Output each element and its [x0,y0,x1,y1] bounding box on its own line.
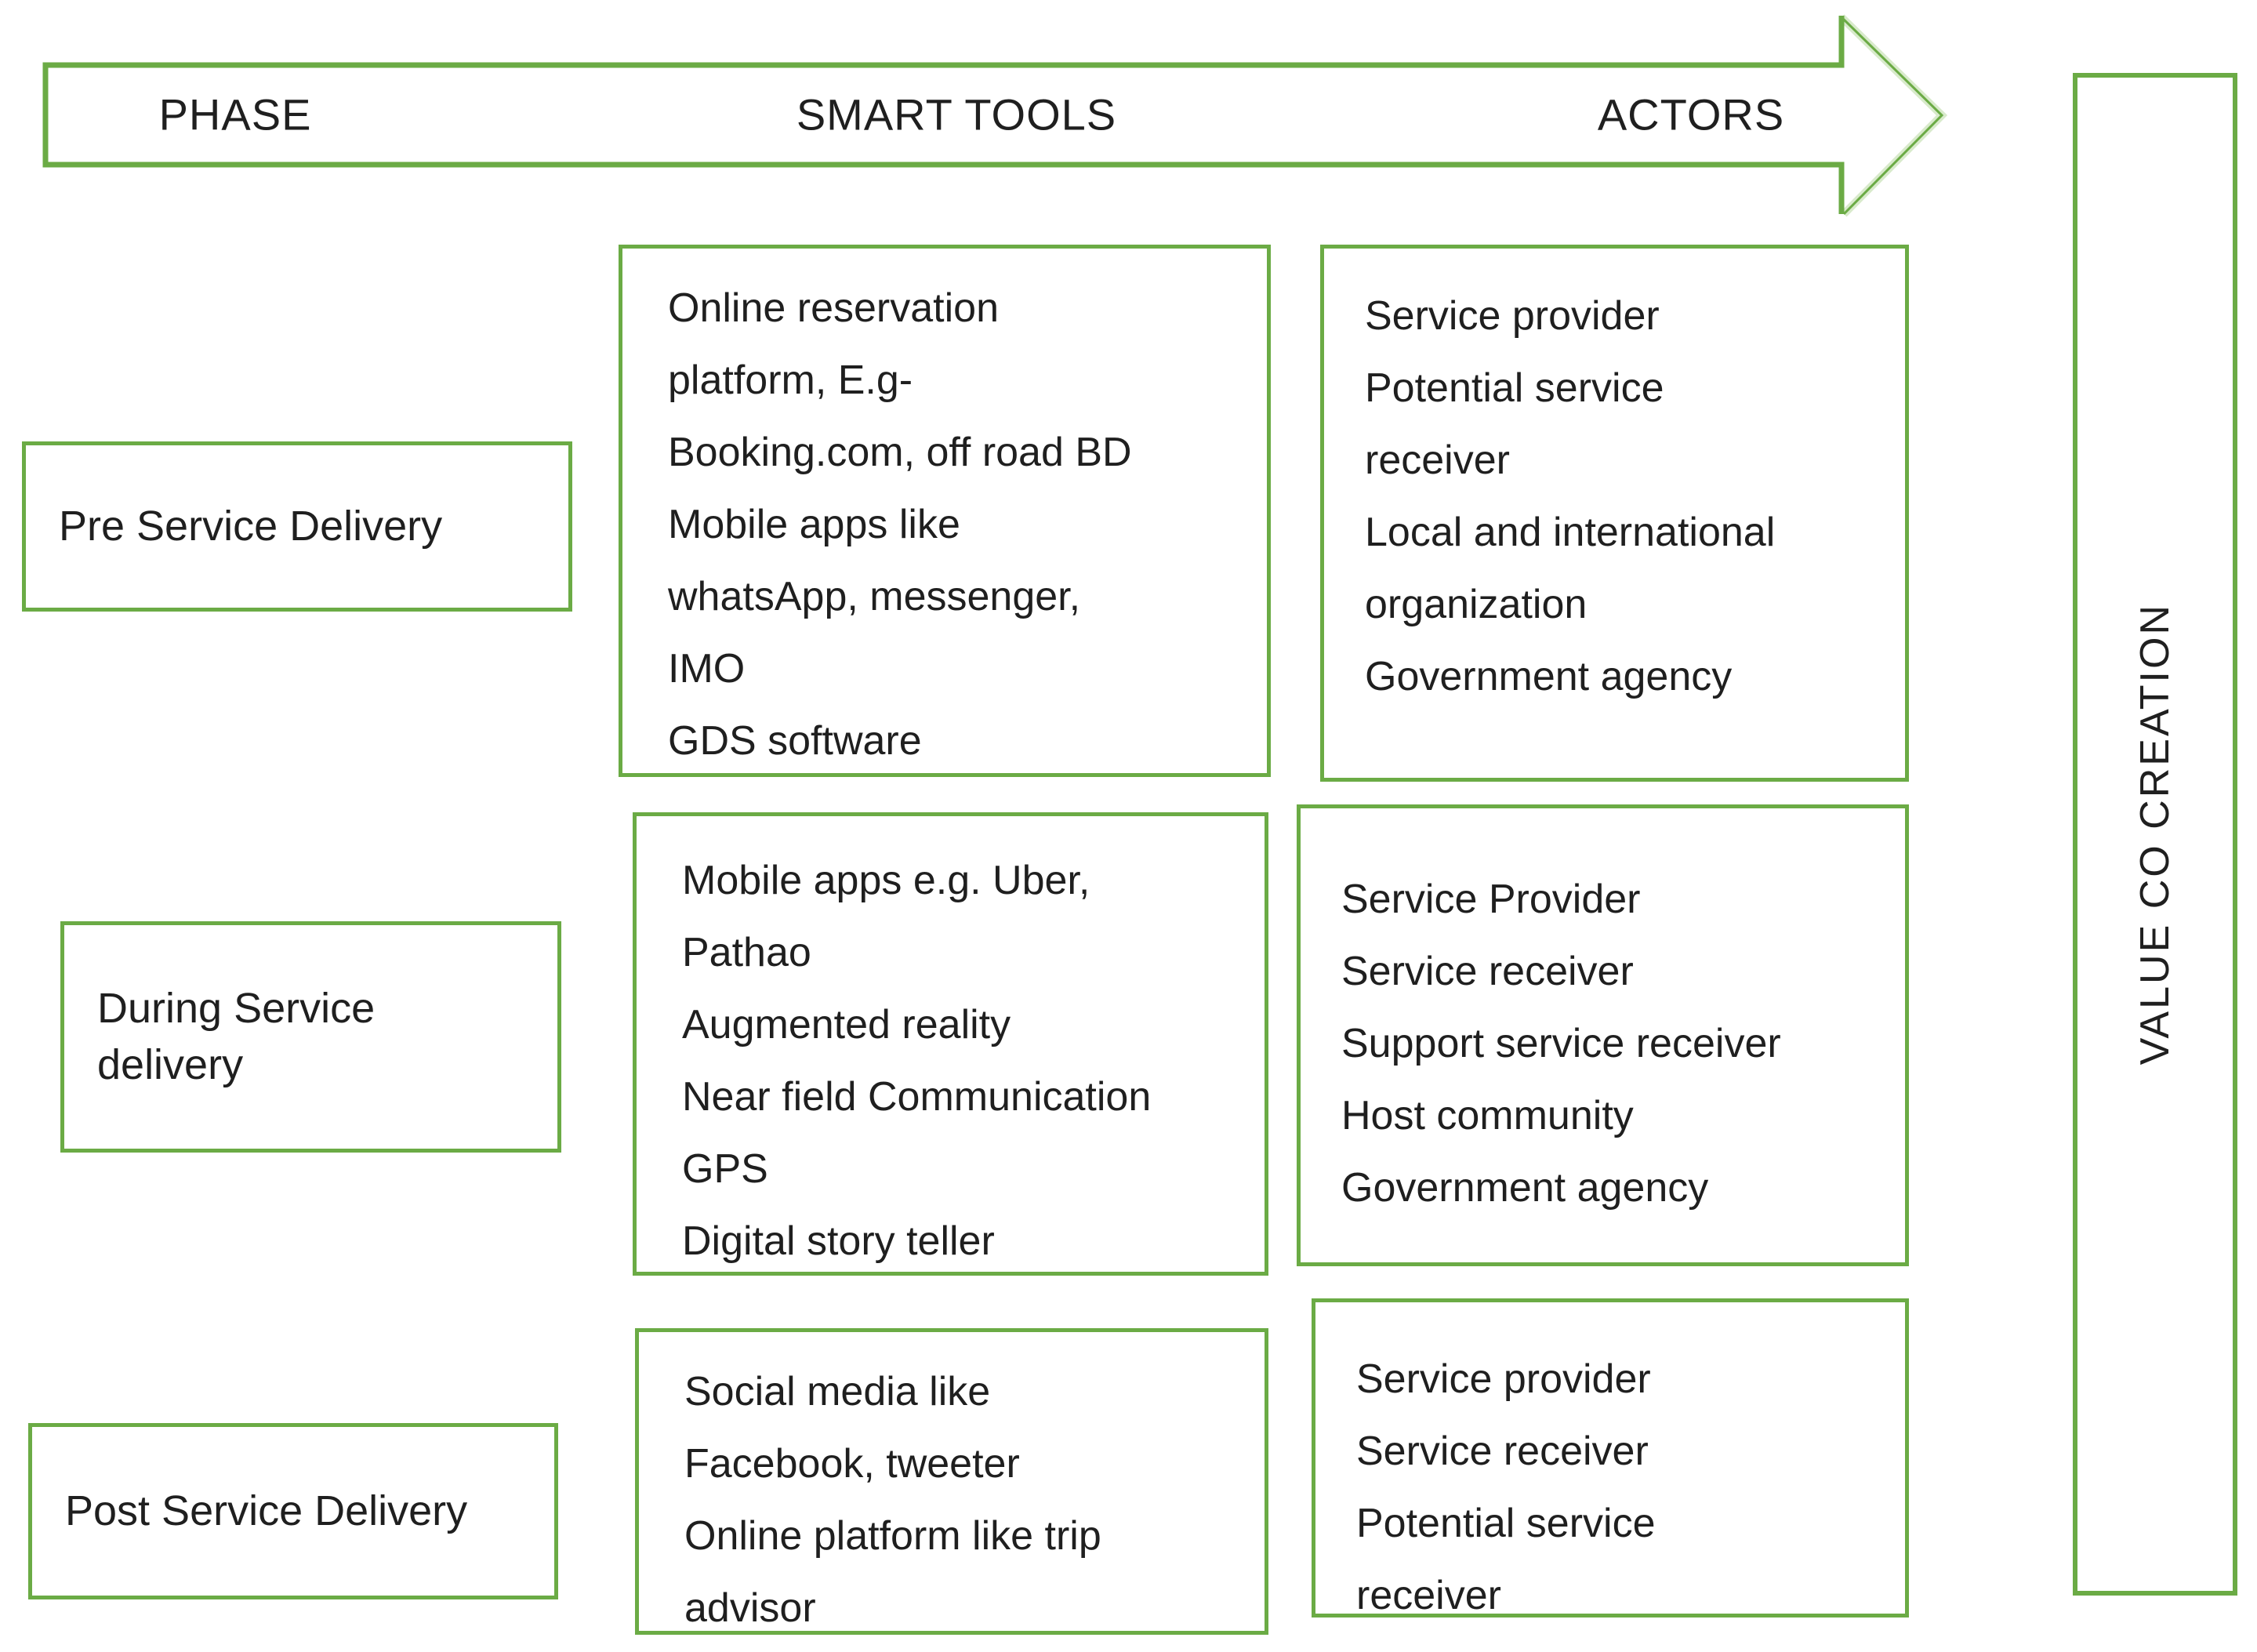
value-co-creation-label: VALUE CO CREATION [2132,603,2178,1066]
tools-box-during-service: Mobile apps e.g. Uber, Pathao Augmented … [633,812,1268,1276]
column-header-phase: PHASE [158,89,312,140]
phase-box-pre-service: Pre Service Delivery [22,441,572,612]
arrow-head-halo [1838,14,1948,217]
column-header-actors: ACTORS [1597,89,1785,140]
phase-box-during-service: During Service delivery [60,921,561,1153]
value-co-creation-bar: VALUE CO CREATION [2073,73,2237,1596]
actors-box-during-service: Service Provider Service receiver Suppor… [1297,804,1909,1266]
tools-box-pre-service: Online reservation platform, E.g- Bookin… [619,245,1271,777]
phase-box-post-service: Post Service Delivery [28,1423,558,1599]
actors-box-post-service: Service provider Service receiver Potent… [1312,1298,1909,1618]
tools-box-post-service: Social media like Facebook, tweeter Onli… [635,1328,1268,1635]
column-header-smart-tools: SMART TOOLS [796,89,1117,140]
actors-box-pre-service: Service provider Potential service recei… [1320,245,1909,782]
arrow-head-outline [1840,16,1944,216]
